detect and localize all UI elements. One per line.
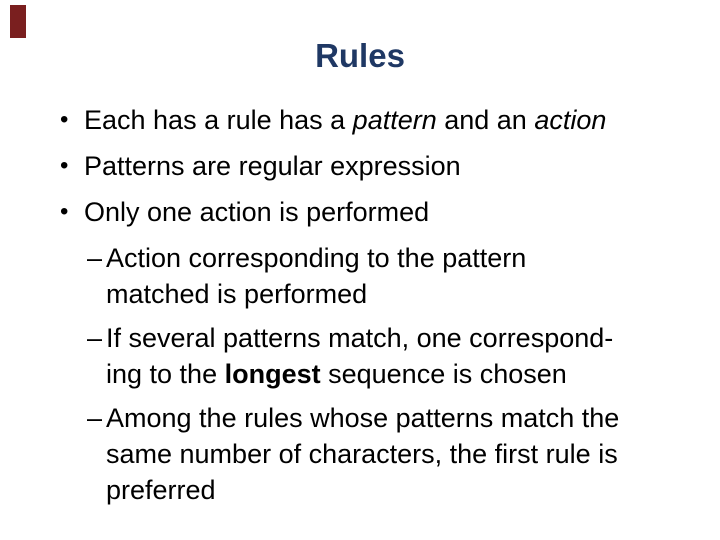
dash-marker: –: [87, 323, 103, 353]
bullet-text-line: Patterns are regular expression: [84, 151, 461, 181]
bullet-dot-marker: •: [60, 198, 69, 225]
bullet-text-line: Each has a rule has a pattern and an act…: [84, 105, 607, 135]
sub-bullet-item: –Among the rules whose patterns match th…: [60, 400, 710, 508]
bullet-text-line: matched is performed: [106, 279, 368, 309]
sub-bullet-item: –If several patterns match, one correspo…: [60, 320, 710, 392]
bullet-text: Each has a rule has a pattern and an act…: [84, 102, 710, 138]
bullet-item: • Only one action is performed: [60, 194, 710, 230]
bullet-text-line: Action corresponding to the pattern: [106, 243, 527, 273]
page-title: Rules: [315, 37, 405, 74]
bullet-text-line: Only one action is performed: [84, 197, 430, 227]
bullet-list: • Each has a rule has a pattern and an ac…: [60, 102, 710, 516]
bullet-text-line: preferred: [106, 475, 216, 505]
bullet-text-line: If several patterns match, one correspon…: [106, 323, 614, 353]
dash-marker: –: [87, 243, 103, 273]
bullet-dot-marker: •: [60, 152, 69, 179]
bullet-item: • Each has a rule has a pattern and an ac…: [60, 102, 710, 138]
bullet-text-line: same number of characters, the first rul…: [106, 439, 618, 469]
bullet-text: If several patterns match, one correspon…: [106, 320, 710, 392]
bullet-dot-marker: •: [60, 106, 69, 133]
bullet-text: Action corresponding to the pattern match…: [106, 240, 710, 312]
dash-marker: –: [87, 403, 103, 433]
corner-accent-shape: [10, 5, 26, 38]
bullet-text: Patterns are regular expression: [84, 148, 710, 184]
bullet-text-line: Among the rules whose patterns match the: [106, 403, 620, 433]
sub-bullet-item: –Action corresponding to the pattern matc…: [60, 240, 710, 312]
bullet-text-line: ing to the longest sequence is chosen: [106, 359, 567, 389]
bullet-text: Only one action is performed: [84, 194, 710, 230]
bullet-text: Among the rules whose patterns match the…: [106, 400, 710, 508]
bullet-item: • Patterns are regular expression: [60, 148, 710, 184]
